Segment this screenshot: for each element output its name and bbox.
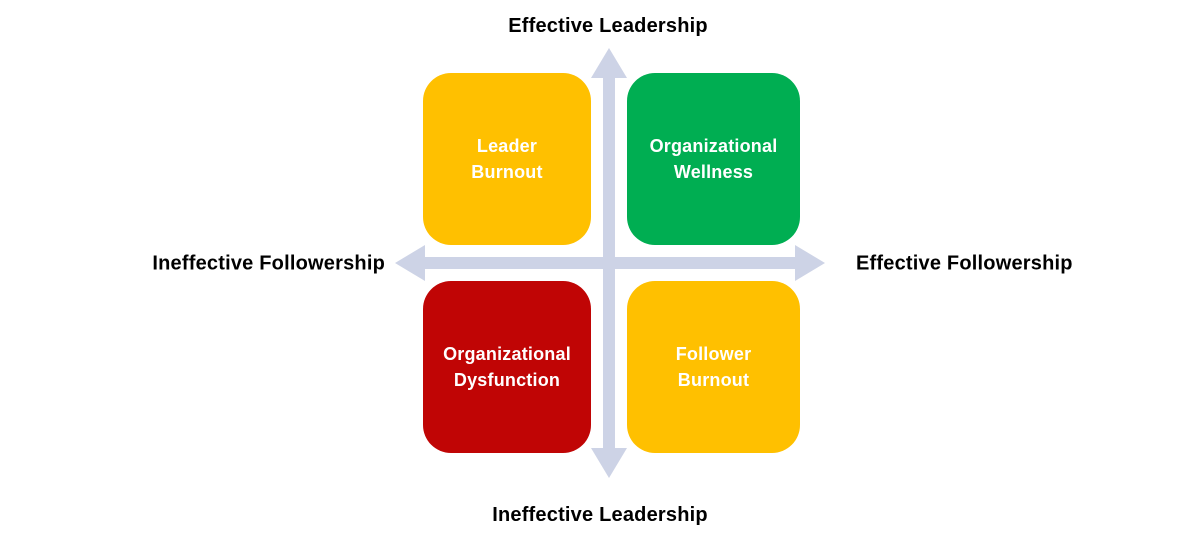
quadrant-follower-burnout-label: Follower Burnout xyxy=(675,343,752,390)
quadrant-organizational-dysfunction-label: Organizational Dysfunction xyxy=(443,343,571,390)
quadrant-organizational-wellness: Organizational Wellness xyxy=(627,73,800,245)
quadrant-organizational-dysfunction: Organizational Dysfunction xyxy=(423,281,591,453)
horizontal-axis-arrow-icon xyxy=(395,245,825,281)
quadrant-leader-burnout-label: Leader Burnout xyxy=(471,135,543,182)
quadrant-leader-burnout: Leader Burnout xyxy=(423,73,591,245)
quadrant-follower-burnout: Follower Burnout xyxy=(627,281,800,453)
axis-label-left: Ineffective Followership xyxy=(152,252,385,275)
axis-label-right: Effective Followership xyxy=(856,252,1073,275)
axis-label-top: Effective Leadership xyxy=(508,15,708,37)
horizontal-axis-arrow-shape xyxy=(395,245,825,281)
quadrant-organizational-wellness-label: Organizational Wellness xyxy=(649,135,778,182)
axis-label-bottom: Ineffective Leadership xyxy=(492,504,708,526)
